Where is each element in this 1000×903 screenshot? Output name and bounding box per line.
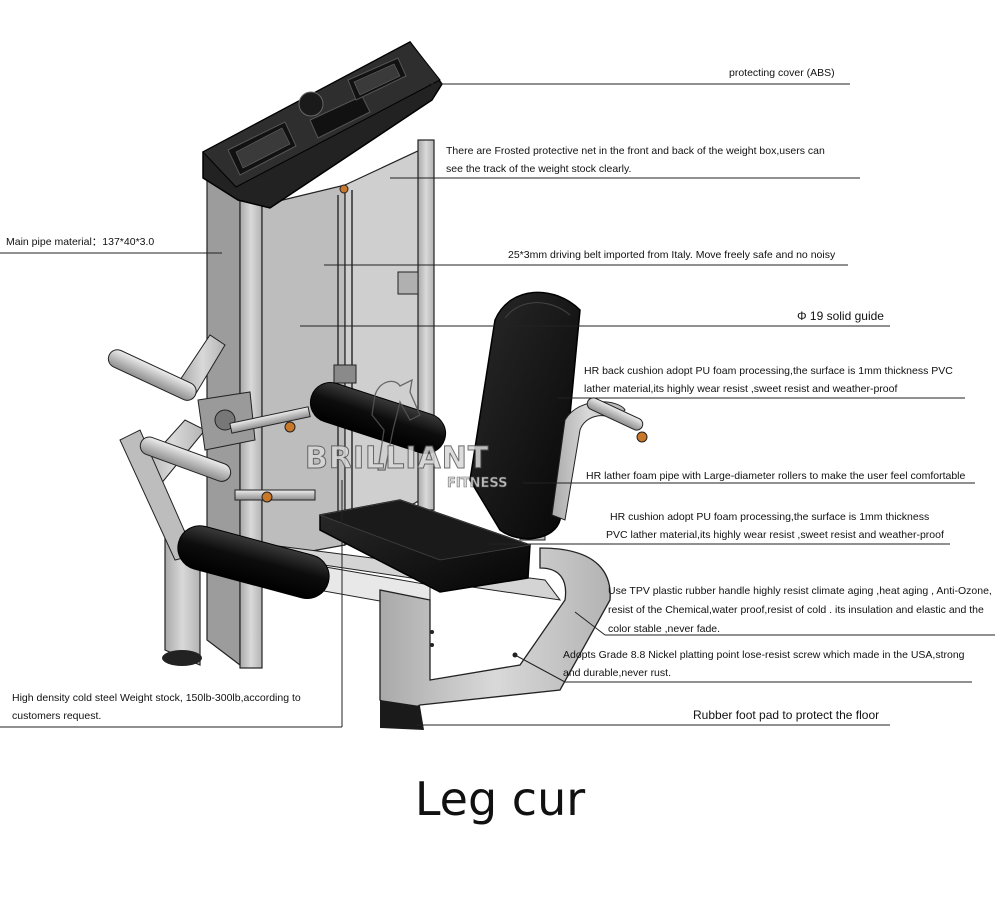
callout-screw-line1: Adopts Grade 8.8 Nickel platting point l…: [563, 649, 965, 661]
callout-foam-pipe: HR lather foam pipe with Large-diameter …: [586, 470, 966, 482]
callout-tpv-handle-line3: color stable ,never fade.: [608, 623, 721, 635]
callout-screw-line2: and durable,never rust.: [563, 667, 671, 679]
callout-foot-pad: Rubber foot pad to protect the floor: [693, 708, 880, 722]
callout-tpv-handle-line2: resist of the Chemical,water proof,resis…: [608, 604, 984, 616]
protecting-cover: [202, 41, 443, 209]
callout-protecting-cover: protecting cover (ABS): [729, 67, 835, 79]
callout-driving-belt: 25*3mm driving belt imported from Italy.…: [508, 249, 836, 261]
brand-sub: FITNESS: [447, 476, 508, 491]
callout-main-pipe: Main pipe material：137*40*3.0: [6, 236, 155, 248]
callout-frosted-net-line2: see the track of the weight stock clearl…: [446, 163, 632, 175]
leader-lines: [0, 83, 995, 728]
callout-solid-guide: Φ 19 solid guide: [797, 309, 884, 323]
callout-weight-stock-line2: customers request.: [12, 710, 102, 722]
lever-arm: [107, 334, 447, 599]
callout-seat-cushion-line2: PVC lather material,its highly wear resi…: [606, 529, 944, 541]
callout-back-cushion-line1: HR back cushion adopt PU foam processing…: [584, 365, 953, 377]
seat-cushion: [318, 499, 531, 593]
callout-back-cushion-line2: lather material,its highly wear resist ,…: [584, 383, 898, 395]
callout-frosted-net-line1: There are Frosted protective net in the …: [446, 145, 825, 157]
product-title: Leg cur: [414, 772, 586, 826]
brand-watermark: BRILLIANT FITNESS: [305, 378, 508, 491]
callout-tpv-handle-line1: Use TPV plastic rubber handle highly res…: [608, 585, 992, 597]
callout-weight-stock-line1: High density cold steel Weight stock, 15…: [12, 692, 301, 704]
brand-name: BRILLIANT: [305, 441, 489, 476]
callout-seat-cushion-line1: HR cushion adopt PU foam processing,the …: [610, 511, 930, 523]
side-handle: [551, 397, 648, 521]
